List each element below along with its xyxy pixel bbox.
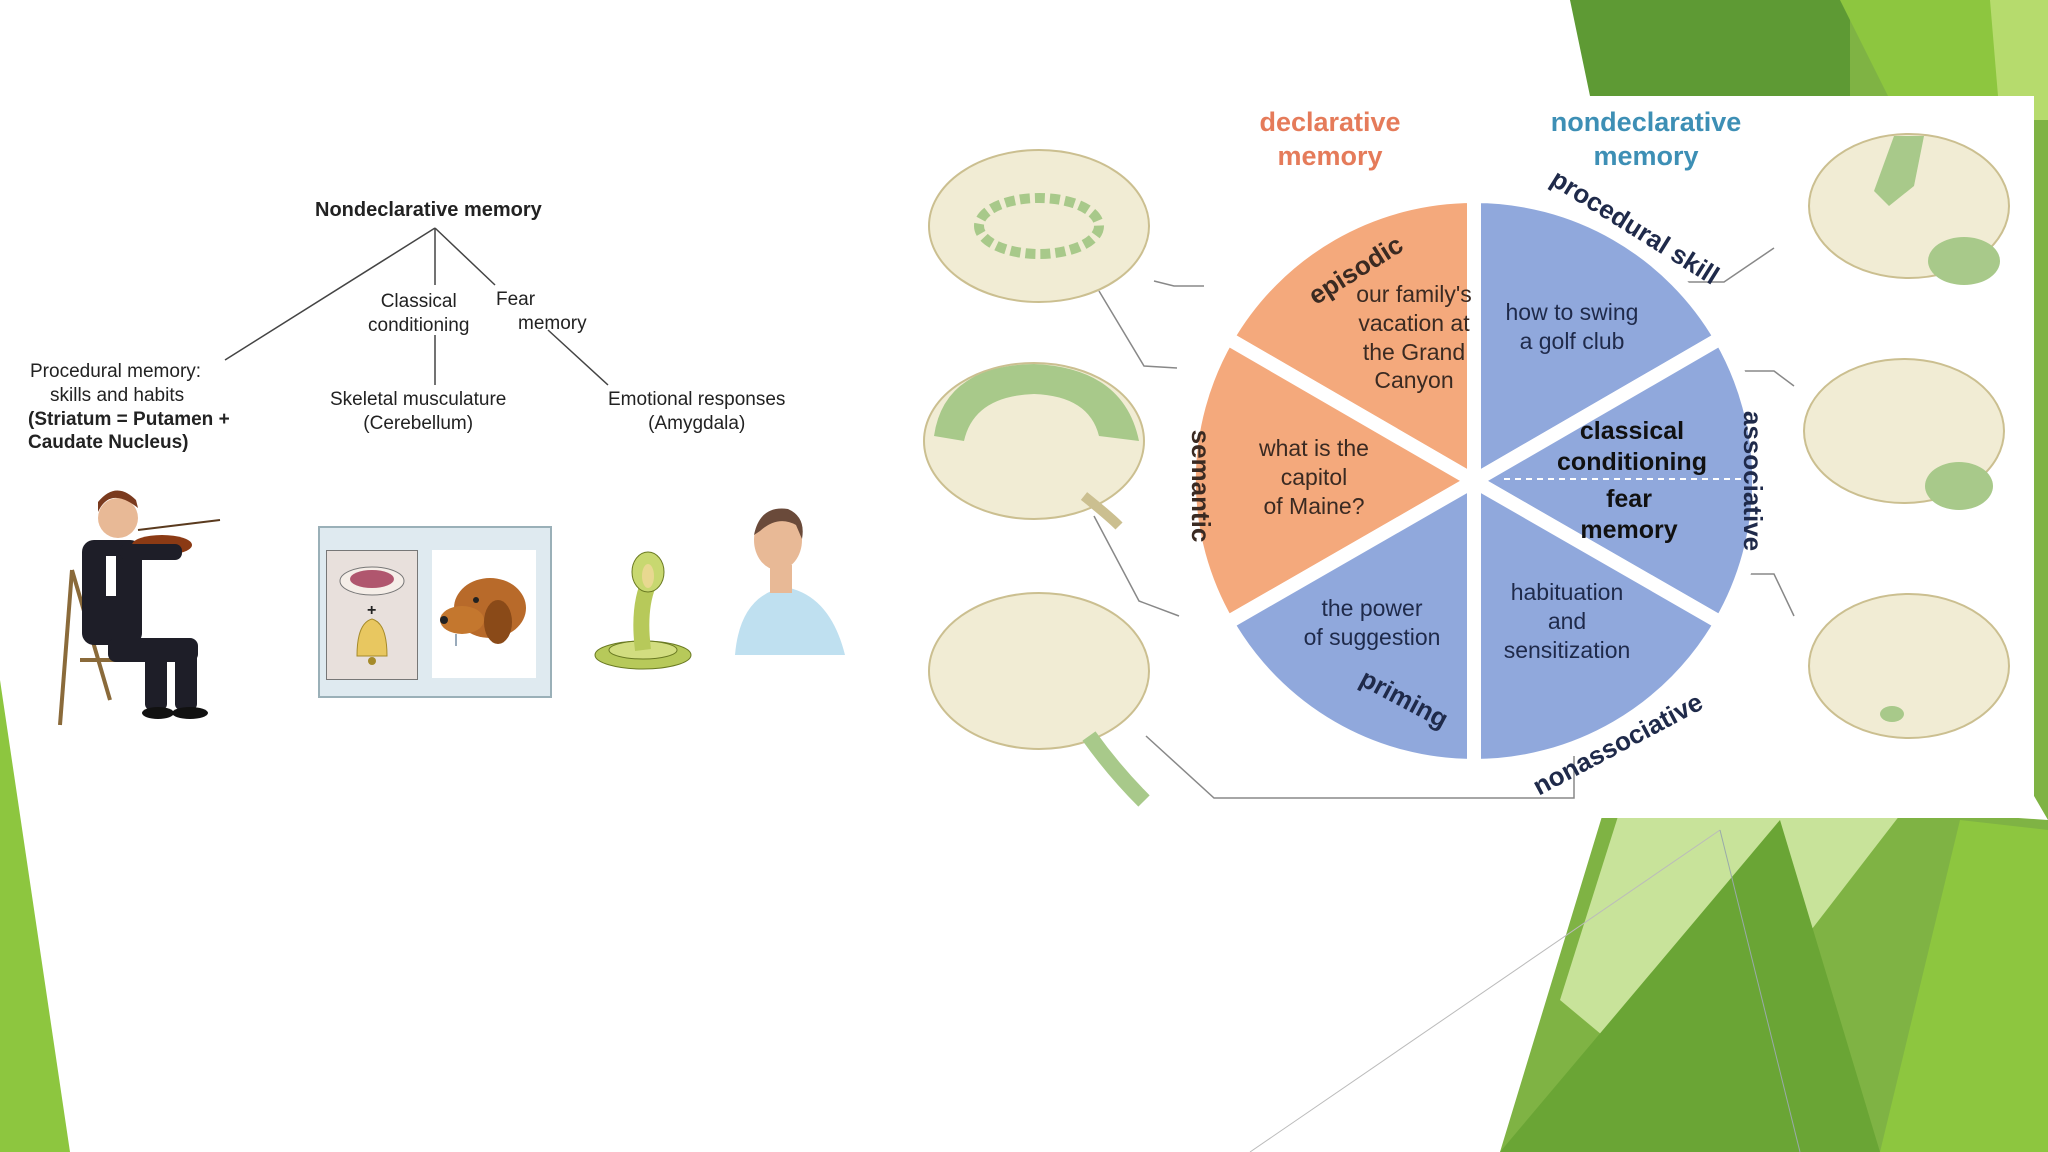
nonassociative-example-text: habituation and sensitization xyxy=(1503,579,1631,663)
right-green-dark-lower xyxy=(1500,820,1880,1152)
sector-priming xyxy=(1217,468,1481,774)
classical-conditioning-label: Classical conditioning xyxy=(368,291,470,336)
semantic-example-text: what is the capitol of Maine? xyxy=(1259,435,1369,519)
semantic-curved-label: semantic xyxy=(1186,430,1216,543)
memory-wheel-graphic: episodic semantic priming procedural ski… xyxy=(914,96,2034,818)
dog-icon xyxy=(440,578,526,646)
left-green-shape xyxy=(0,680,70,1152)
right-green-light-shape xyxy=(1990,0,2048,120)
nondeclarative-memory-title: nondeclarative memory xyxy=(1550,107,1742,171)
emotional-responses-label: Emotional responses (Amygdala) xyxy=(608,389,786,434)
tree-connector-lines xyxy=(224,227,609,386)
right-green-lower-right xyxy=(1880,820,2048,1152)
skeletal-musculature-label: Skeletal musculature (Cerebellum) xyxy=(330,389,507,434)
dog-panel xyxy=(432,550,536,678)
sector-associative xyxy=(1459,328,1767,633)
violinist-illustration xyxy=(58,490,221,726)
conditioning-box: + xyxy=(318,526,552,698)
sector-procedural xyxy=(1467,188,1731,494)
classical-conditioning-text: classical conditioning xyxy=(1557,417,1707,477)
sector-semantic xyxy=(1181,328,1489,633)
procedural-memory-label: Procedural memory: skills and habits (St… xyxy=(28,361,230,454)
tree-root-label: Nondeclarative memory xyxy=(315,199,542,221)
brain-mid-left xyxy=(923,362,1145,530)
sector-episodic xyxy=(1217,188,1481,494)
brain-top-left xyxy=(928,149,1150,303)
procedural-example-text: how to swing a golf club xyxy=(1505,299,1639,354)
associative-curved-label: associative xyxy=(1738,411,1768,551)
brain-top-right xyxy=(1808,133,2010,285)
decor-line-2 xyxy=(1719,829,1801,1152)
wheel-sectors xyxy=(1181,188,1767,774)
declarative-memory-title: declarative memory xyxy=(1259,107,1401,171)
brain-mid-right xyxy=(1803,358,2005,510)
brain-bottom-right xyxy=(1808,593,2010,739)
nondeclarative-tree-diagram: Nondeclarative memory Procedural memory:… xyxy=(0,150,900,790)
right-green-dark-shape xyxy=(1570,0,1850,120)
fear-memory-label: Fear memory xyxy=(496,289,587,334)
episodic-example-text: our family's vacation at the Grand Canyo… xyxy=(1356,281,1472,394)
plus-sign: + xyxy=(367,602,377,619)
priming-example-text: the power of suggestion xyxy=(1303,595,1441,650)
food-bell-panel: + xyxy=(326,550,418,680)
brain-bottom-left xyxy=(928,592,1150,807)
decor-line-1 xyxy=(1249,829,1721,1152)
memory-wheel-diagram: episodic semantic priming procedural ski… xyxy=(914,96,2034,818)
food-bell-icon xyxy=(339,566,405,665)
sector-nonassociative xyxy=(1467,468,1731,774)
man-illustration xyxy=(735,508,845,655)
snake-illustration xyxy=(594,551,692,670)
fear-memory-text: fear memory xyxy=(1580,485,1678,545)
